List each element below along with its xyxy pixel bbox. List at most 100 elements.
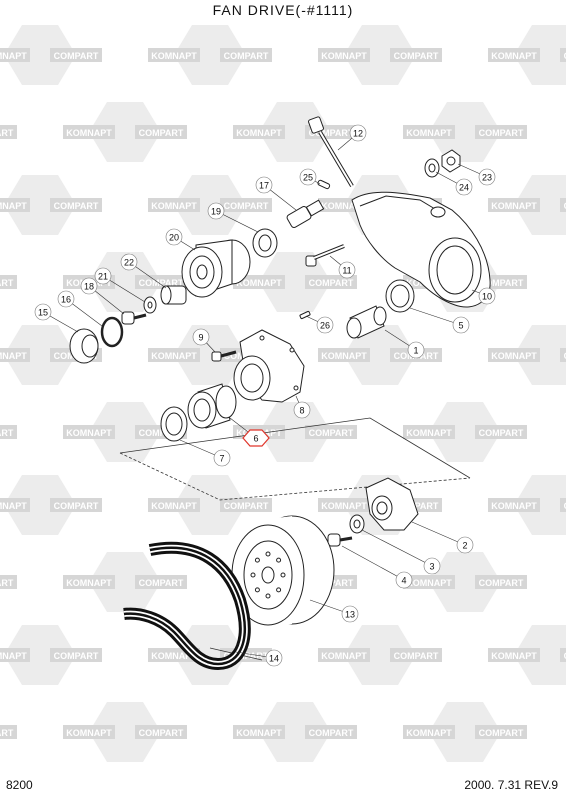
part-pulley-13	[231, 515, 335, 628]
callout-12[interactable]: 12	[349, 124, 367, 142]
callout-label-18: 18	[84, 282, 94, 292]
watermark-text-b: COMPART	[479, 128, 524, 138]
callout-2[interactable]: 2	[456, 536, 474, 554]
watermark-text-a: KOMNAPT	[0, 51, 27, 61]
watermark-text-b: COMPART	[139, 578, 184, 588]
bolt-hole	[250, 572, 256, 578]
part-idler-pulley-20	[181, 239, 251, 298]
callout-25[interactable]: 25	[299, 168, 317, 186]
watermark-text-b: COMPART	[564, 51, 566, 61]
watermark-text-b: COMPART	[0, 578, 14, 588]
callout-circle-14	[265, 649, 283, 667]
watermark-text-a: KOMNAPT	[66, 578, 112, 588]
callout-3[interactable]: 3	[423, 557, 441, 575]
part-bolt-12	[308, 116, 354, 188]
callout-label-11: 11	[342, 266, 351, 276]
callout-21[interactable]: 21	[94, 267, 112, 285]
callout-5[interactable]: 5	[452, 316, 470, 334]
callout-1[interactable]: 1	[407, 341, 425, 359]
callout-circle-5	[452, 316, 470, 334]
callout-16[interactable]: 16	[57, 290, 75, 308]
callout-label-26: 26	[320, 321, 330, 331]
callout-circle-12	[349, 124, 367, 142]
watermark-text-b: COMPART	[309, 428, 354, 438]
watermark-text-a: KOMNAPT	[406, 578, 452, 588]
callout-4[interactable]: 4	[395, 571, 413, 589]
page-title: FAN DRIVE(-#1111)	[212, 2, 354, 18]
watermark-text-b: COMPART	[139, 728, 184, 738]
watermark-text-b: COMPART	[0, 278, 14, 288]
part-washer-24	[424, 158, 440, 178]
bolt-hole	[280, 572, 286, 578]
callout-circle-4	[395, 571, 413, 589]
watermark-text-a: KOMNAPT	[0, 201, 27, 211]
callout-23[interactable]: 23	[478, 168, 496, 186]
callout-7[interactable]: 7	[213, 449, 231, 467]
callout-label-23: 23	[482, 173, 492, 183]
watermark-text-b: COMPART	[54, 651, 99, 661]
watermark-text-a: KOMNAPT	[321, 501, 367, 511]
callout-14[interactable]: 14	[265, 649, 283, 667]
watermark-text-a: KOMNAPT	[66, 728, 112, 738]
callout-20[interactable]: 20	[165, 228, 183, 246]
callout-18[interactable]: 18	[80, 277, 98, 295]
callout-22[interactable]: 22	[120, 253, 138, 271]
callout-24[interactable]: 24	[455, 178, 473, 196]
callout-13[interactable]: 13	[341, 605, 359, 623]
callout-label-22: 22	[124, 258, 134, 268]
part-seal-7	[160, 406, 188, 442]
callout-label-17: 17	[259, 181, 269, 191]
part-pin-26	[299, 310, 311, 320]
callout-6[interactable]: 6	[242, 429, 270, 447]
pulley-bolt-holes	[250, 551, 286, 599]
watermark-text-a: KOMNAPT	[236, 128, 282, 138]
watermark-text-b: COMPART	[309, 728, 354, 738]
callout-circle-20	[165, 228, 183, 246]
part-bracket-10	[351, 191, 491, 308]
watermark-tile: KOMNAPT COMPART	[403, 102, 527, 162]
watermark-text-a: KOMNAPT	[151, 501, 197, 511]
callout-11[interactable]: 11	[338, 261, 356, 279]
callout-15[interactable]: 15	[34, 303, 52, 321]
watermark-text-b: COMPART	[54, 201, 99, 211]
watermark-text-a: KOMNAPT	[151, 651, 197, 661]
bolt-hole	[276, 557, 282, 563]
callout-label-3: 3	[429, 562, 434, 572]
watermark-text-b: COMPART	[564, 201, 566, 211]
callout-circle-18	[80, 277, 98, 295]
watermark-text-b: COMPART	[309, 128, 354, 138]
callout-17[interactable]: 17	[255, 176, 273, 194]
watermark-text-a: KOMNAPT	[151, 201, 197, 211]
page-code: 8200	[6, 778, 33, 792]
part-bearing-19	[252, 228, 278, 258]
callout-circle-23	[478, 168, 496, 186]
callout-10[interactable]: 10	[478, 287, 496, 305]
callout-label-2: 2	[462, 541, 467, 551]
callout-8[interactable]: 8	[293, 401, 311, 419]
callout-9[interactable]: 9	[192, 328, 210, 346]
callout-circle-24	[455, 178, 473, 196]
watermark-text-b: COMPART	[394, 51, 439, 61]
callout-26[interactable]: 26	[316, 316, 334, 334]
part-bolt-17	[286, 199, 325, 228]
callout-hex-6	[242, 429, 270, 447]
part-o-ring-16	[100, 316, 124, 348]
watermark-text-a: KOMNAPT	[0, 501, 27, 511]
part-seal-5	[385, 279, 415, 313]
callout-label-12: 12	[353, 129, 363, 139]
watermark-text-a: KOMNAPT	[406, 128, 452, 138]
callout-label-14: 14	[269, 654, 279, 664]
callout-19[interactable]: 19	[207, 202, 225, 220]
